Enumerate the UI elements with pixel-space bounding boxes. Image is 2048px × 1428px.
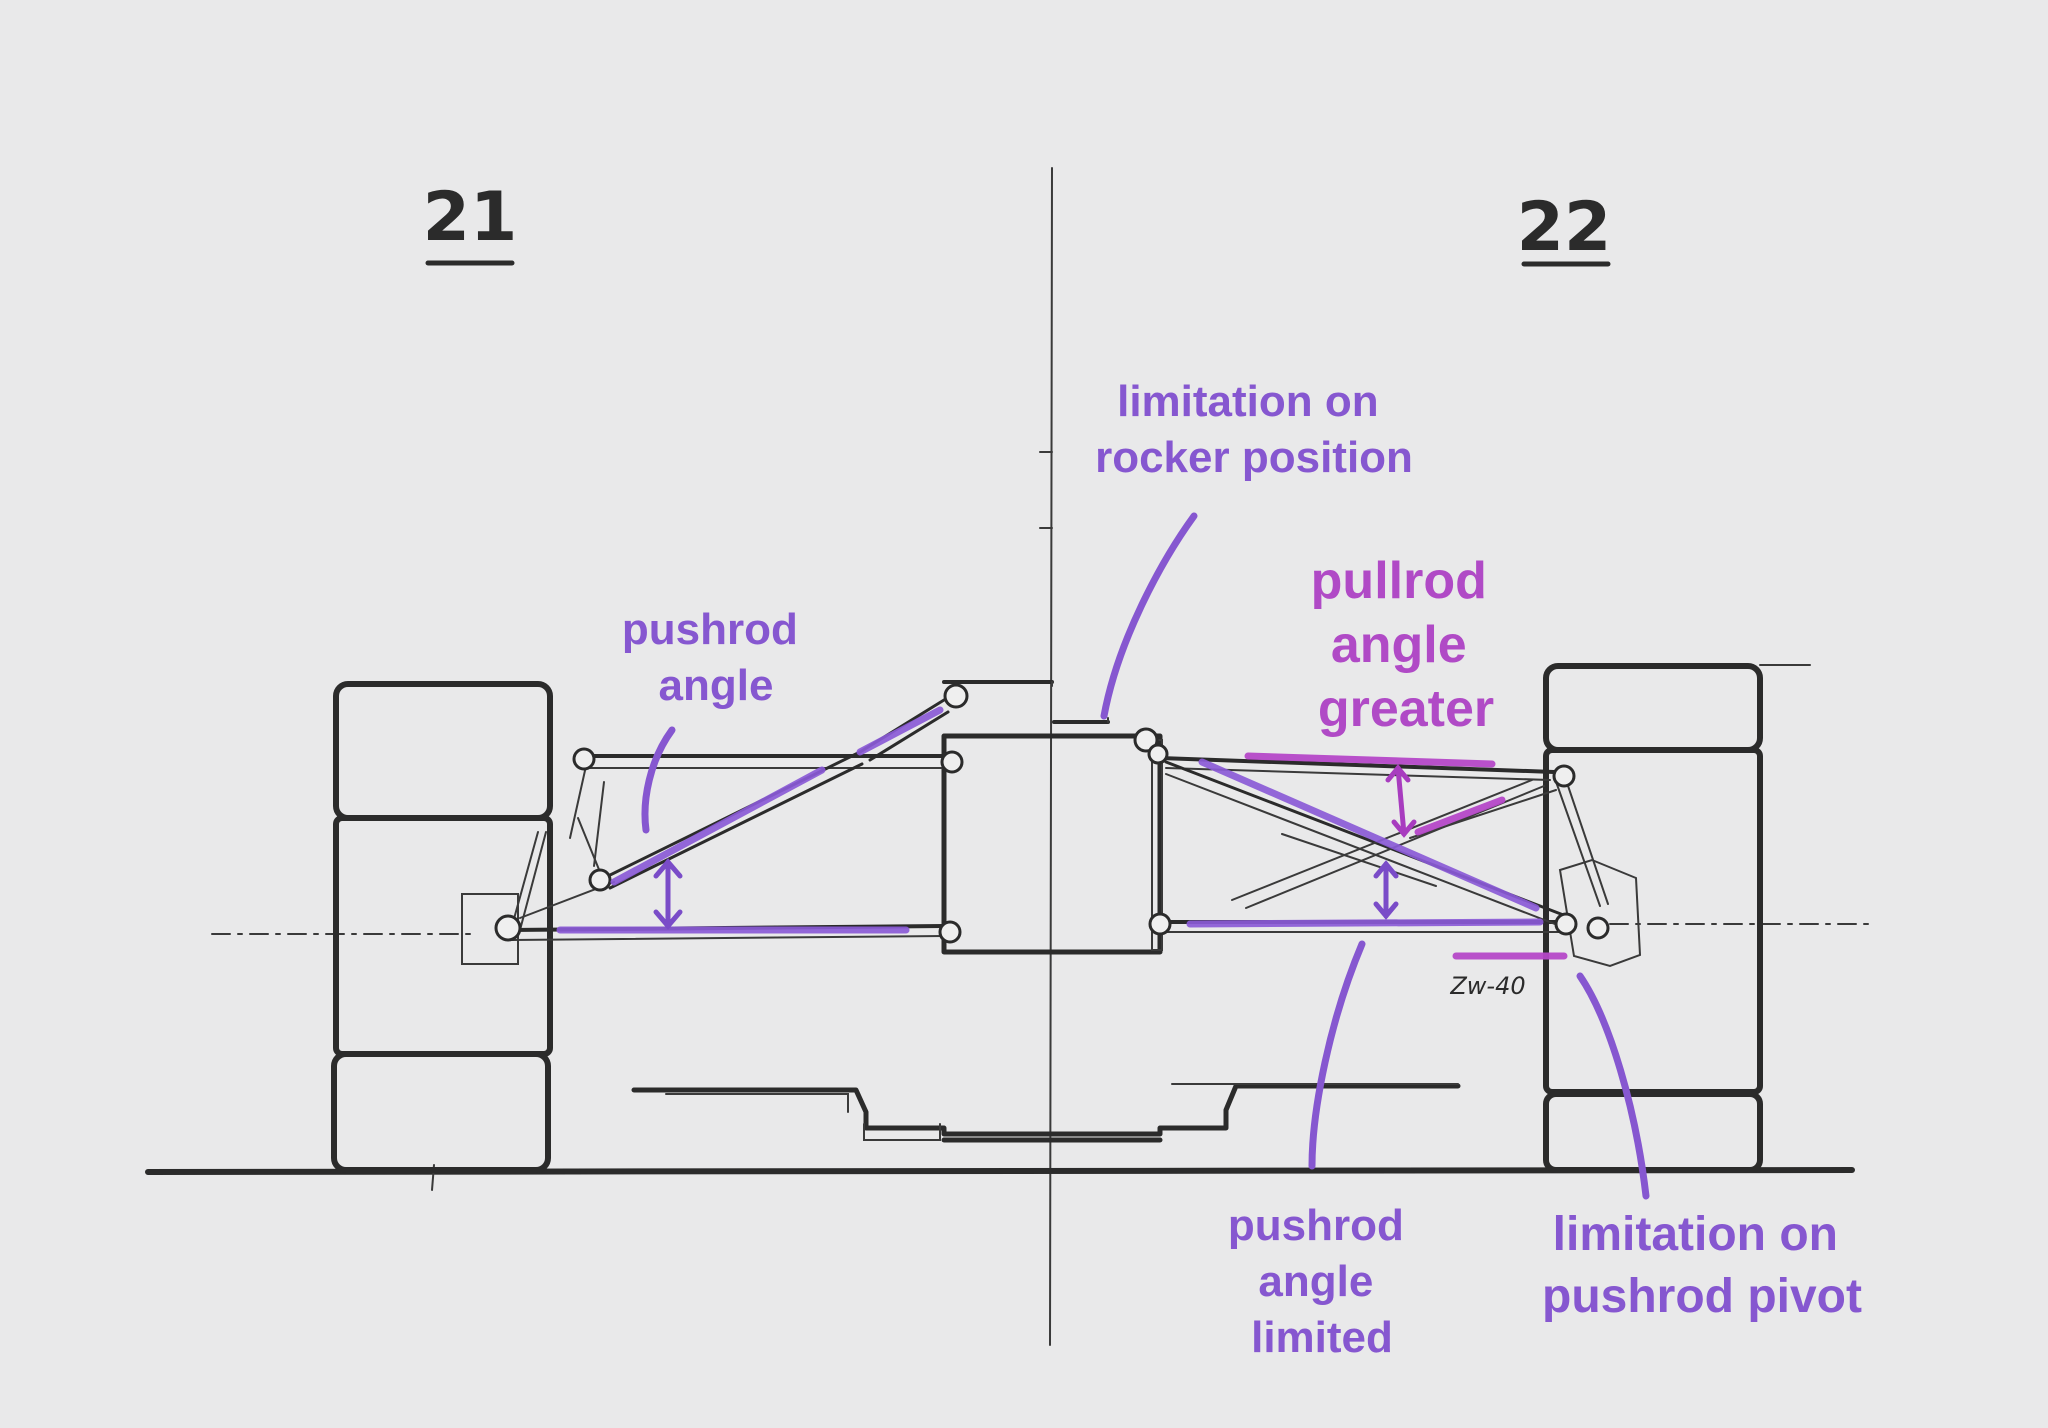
- panel-number-21: 21: [423, 178, 518, 257]
- pivot-limitation-leader: [1576, 972, 1650, 1200]
- right-lower-arm-highlight: [1186, 918, 1544, 928]
- pushrod-limited-leader: [1308, 940, 1366, 1170]
- label-pullrod-angle-greater: pullrod angle greater: [1311, 552, 1502, 738]
- left-pushrod-highlight: [610, 766, 826, 886]
- right-upper-arm-highlight: [1244, 752, 1496, 768]
- right-pushrod-angle-arrow: [1373, 860, 1399, 920]
- right-rocker-highlight: [1414, 796, 1506, 836]
- highlights: [556, 706, 1568, 960]
- label-pushrod-angle-limited: pushrod angle limited: [1228, 1201, 1416, 1362]
- right-pullrod-angle-arrow: [1385, 764, 1417, 838]
- panel-number-22: 22: [1517, 188, 1612, 267]
- right-upright: [1558, 858, 1642, 968]
- rocker-limitation-leader: [1100, 512, 1198, 720]
- label-pushrod-angle: pushrod angle: [622, 605, 810, 710]
- left-suspension: [494, 683, 969, 944]
- pushrod-angle-leader: [641, 726, 676, 834]
- right-wheel: [1543, 663, 1811, 1173]
- center-divider: [1049, 167, 1053, 1346]
- left-angle-arrow: [653, 858, 683, 930]
- handwritten-note: Zw-40: [1449, 972, 1525, 1000]
- right-pullrod-highlight: [1198, 758, 1540, 912]
- left-rocker-highlight: [856, 706, 944, 756]
- chassis-tub: [941, 680, 1163, 955]
- label-rocker-limitation: limitation on rocker position: [1095, 377, 1413, 482]
- label-pivot-limitation: limitation on pushrod pivot: [1542, 1208, 1862, 1323]
- floor: [631, 1083, 1461, 1143]
